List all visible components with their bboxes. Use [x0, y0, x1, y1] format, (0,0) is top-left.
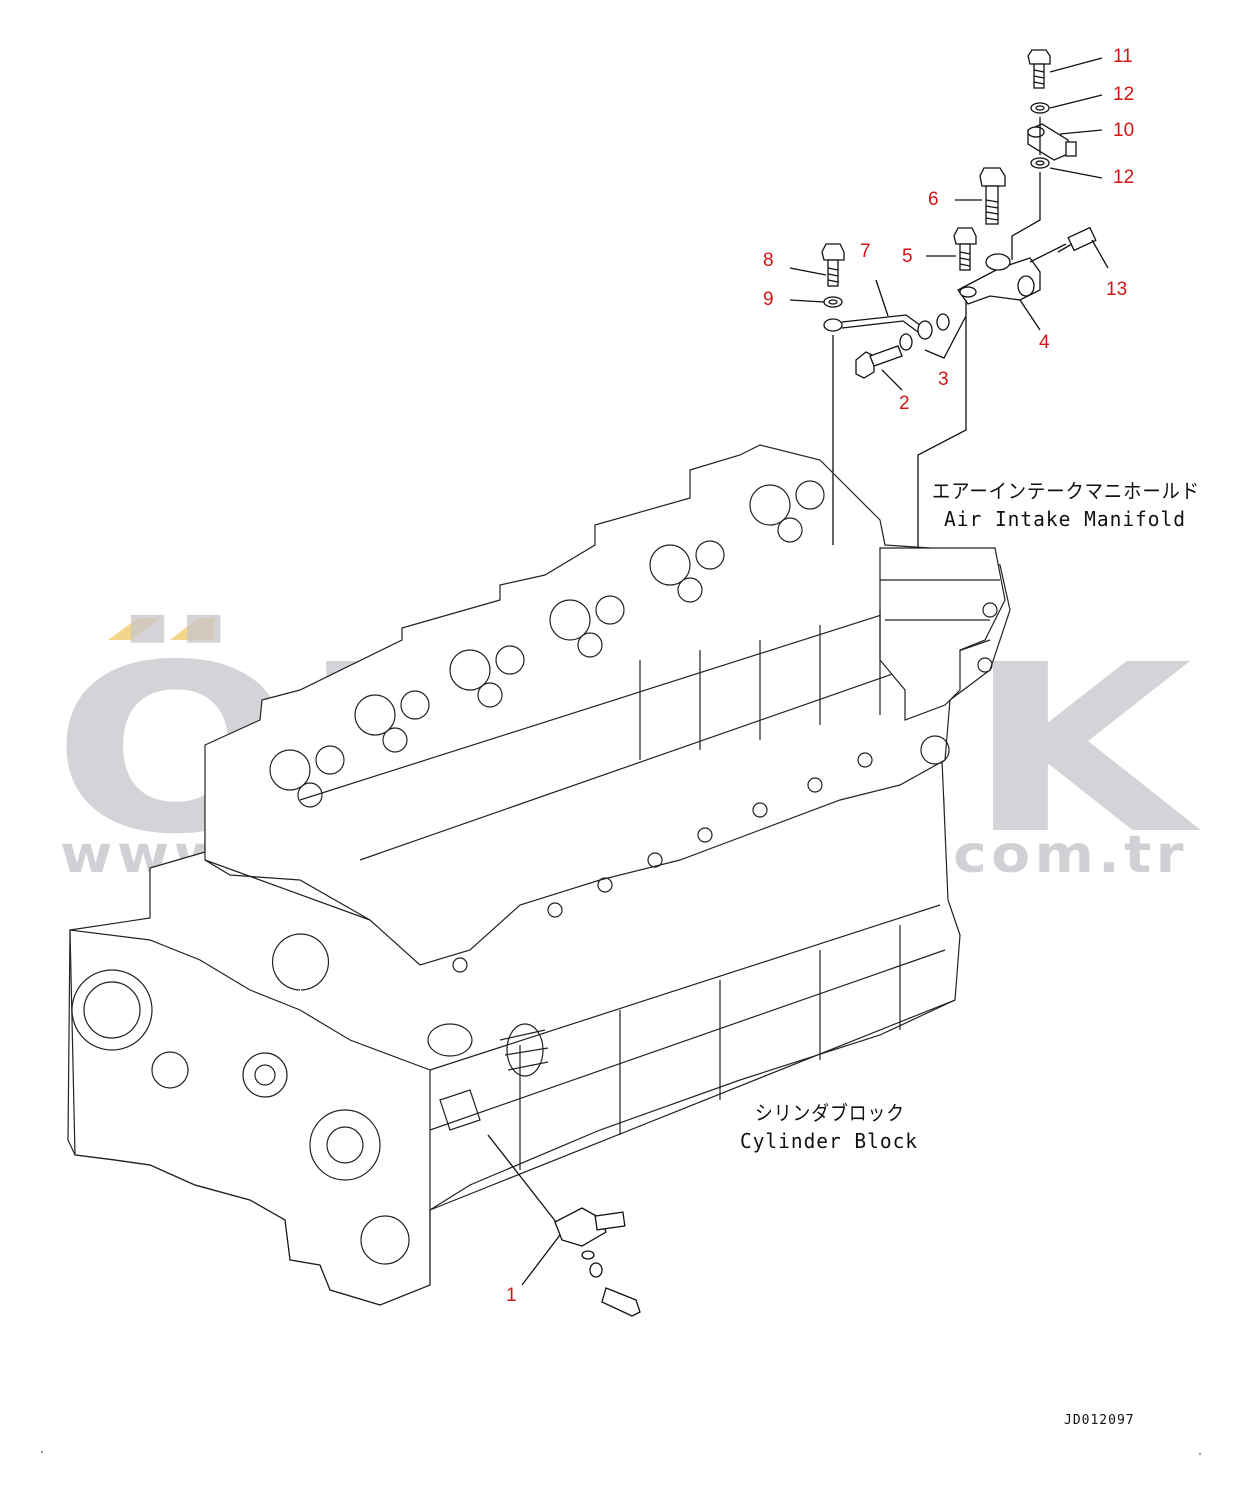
- part-6-bolt: [979, 167, 1006, 225]
- air-intake-label-en: Air Intake Manifold: [944, 507, 1186, 531]
- part-5-bolt: [953, 227, 977, 271]
- part-13-sensor: [1057, 226, 1097, 253]
- intake-manifold: [879, 547, 1006, 721]
- callout-13: 13: [1106, 279, 1127, 300]
- exploded-parts: [554, 49, 1097, 1317]
- callout-6: 6: [928, 189, 939, 210]
- side-bolts: [452, 752, 873, 973]
- callout-8: 8: [763, 250, 774, 271]
- callout-12-bottom: 12: [1113, 167, 1134, 188]
- captions: エアーインテークマニホールド Air Intake Manifold シリンダブ…: [740, 479, 1200, 1153]
- callout-10: 10: [1113, 120, 1134, 141]
- callout-11: 11: [1113, 46, 1133, 67]
- watermark-accent-right: [170, 618, 214, 640]
- callout-12-top: 12: [1113, 84, 1134, 105]
- lower-boss: [360, 1215, 410, 1265]
- fuel-pump-area: [427, 1023, 549, 1131]
- part-12-washer-top: [1030, 102, 1050, 114]
- callout-4: 4: [1039, 332, 1050, 353]
- part-3-washer: [936, 313, 950, 331]
- cylinder-block-label-jp: シリンダブロック: [755, 1101, 905, 1125]
- cylinder-block-label-en: Cylinder Block: [740, 1129, 918, 1153]
- front-hub: [151, 1051, 189, 1089]
- part-4-bracket: [957, 253, 1041, 305]
- watermark-accent-left: [108, 618, 160, 640]
- part-12-washer-bottom: [1030, 157, 1050, 169]
- head-port-clusters: [269, 480, 825, 808]
- part-11-bolt: [1027, 49, 1051, 89]
- corner-dot-right: [1199, 1453, 1201, 1455]
- callout-9: 9: [763, 289, 774, 310]
- part-7-pipe: [823, 314, 933, 340]
- part-10-fitting: [1027, 123, 1077, 161]
- callout-1: 1: [506, 1285, 517, 1306]
- callouts: 11 12 10 12 6 7 5 13 8 9 4 3 2 1: [506, 46, 1134, 1306]
- engine-assembly: [67, 444, 1011, 1306]
- part-8-bolt: [821, 243, 845, 287]
- air-intake-label-jp: エアーインテークマニホールド: [932, 479, 1200, 503]
- document-id: JD012097: [1064, 1413, 1135, 1428]
- part-2-bolt: [855, 345, 903, 379]
- part-9-washer: [823, 296, 843, 308]
- water-pump-boss: [309, 1109, 381, 1181]
- callout-7: 7: [860, 241, 871, 262]
- leader-lines: [487, 57, 1109, 1286]
- front-plate: [69, 929, 431, 1306]
- front-pulley: [242, 1052, 288, 1098]
- part-1-elbow: [554, 1207, 641, 1317]
- front-bore: [71, 969, 153, 1051]
- callout-3: 3: [938, 369, 949, 390]
- callout-2: 2: [899, 393, 910, 414]
- block-side-panel: [429, 904, 956, 1211]
- corner-dot-left: [41, 1451, 43, 1453]
- callout-5: 5: [902, 246, 913, 267]
